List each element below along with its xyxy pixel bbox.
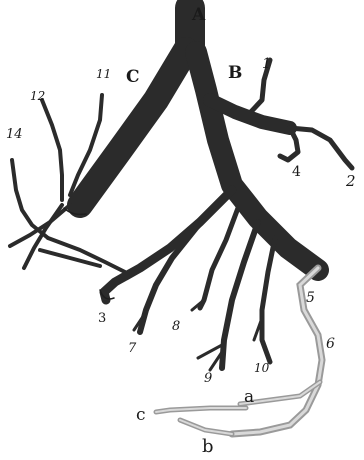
vessel-lower-left-4: [40, 250, 100, 266]
label-2: 2: [345, 172, 356, 190]
label-8: 8: [172, 319, 180, 334]
branch-10: [262, 238, 275, 362]
label-B: B: [228, 63, 242, 83]
label-6: 6: [326, 336, 335, 352]
branch-9: [222, 222, 258, 368]
label-10: 10: [254, 361, 270, 375]
label-a: a: [244, 387, 254, 407]
label-12: 12: [30, 89, 45, 103]
label-3: 3: [98, 311, 106, 326]
label-9: 9: [204, 371, 212, 386]
label-1: 1: [262, 56, 271, 72]
label-11: 11: [96, 67, 111, 81]
label-A: A: [191, 5, 206, 25]
branch-7: [140, 200, 222, 332]
label-7: 7: [128, 341, 137, 356]
label-14: 14: [6, 127, 23, 142]
label-4: 4: [292, 164, 301, 180]
label-c: c: [136, 405, 146, 425]
label-b: b: [202, 436, 214, 457]
branch-b: [196, 52, 318, 270]
label-5: 5: [306, 290, 315, 306]
label-C: C: [126, 67, 140, 87]
vessel-12: [42, 100, 62, 200]
